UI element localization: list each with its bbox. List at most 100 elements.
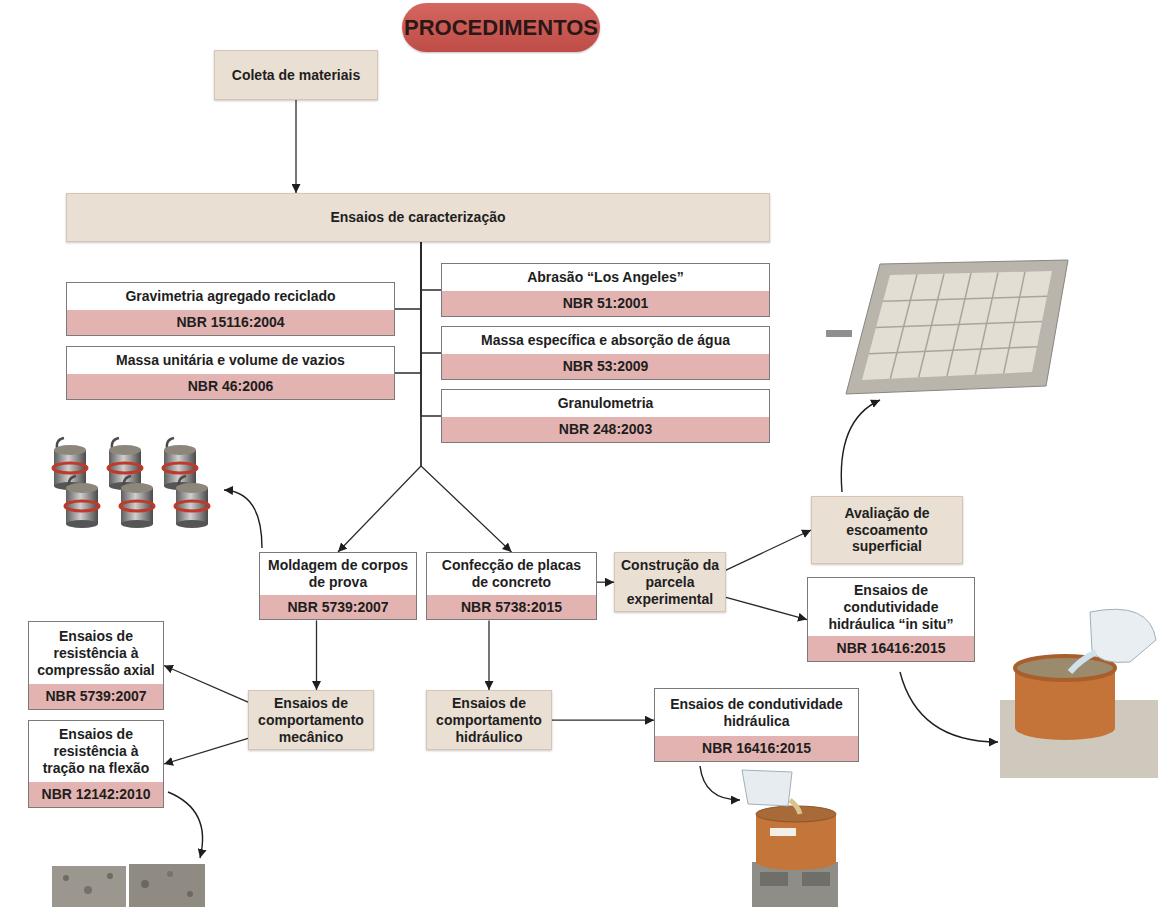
connector bbox=[421, 242, 441, 353]
molds-photo bbox=[53, 438, 209, 528]
standard-code: NBR 5739:2007 bbox=[29, 684, 163, 709]
process-box: Coleta de materiais bbox=[214, 50, 378, 100]
beam-half bbox=[129, 864, 205, 907]
standard-code: NBR 5738:2015 bbox=[427, 595, 596, 620]
test-name: Massa unitária e volume de vazios bbox=[67, 347, 394, 374]
connector bbox=[597, 582, 614, 583]
test-name: Gravimetria agregado reciclado bbox=[67, 283, 394, 310]
connector bbox=[726, 530, 811, 570]
test-box: Massa específica e absorção de águaNBR 5… bbox=[441, 326, 770, 380]
test-box: Massa unitária e volume de vaziosNBR 46:… bbox=[66, 346, 395, 400]
photo-pointer bbox=[224, 490, 262, 548]
water-container bbox=[1090, 609, 1156, 662]
test-name: Ensaios de resistência à tração na flexã… bbox=[29, 721, 163, 782]
box-label: Construção da parcela experimental bbox=[621, 557, 719, 607]
cylinder-mold bbox=[120, 476, 154, 528]
paver-joint bbox=[869, 347, 1037, 354]
standard-code: NBR 51:2001 bbox=[442, 291, 769, 316]
lab-test-photo bbox=[742, 770, 838, 907]
test-box: Abrasão “Los Angeles”NBR 51:2001 bbox=[441, 263, 770, 317]
connector bbox=[552, 720, 654, 721]
connector bbox=[488, 620, 489, 690]
water-stream bbox=[790, 800, 800, 814]
test-name: Ensaios de condutividade hidráulica “in … bbox=[808, 578, 974, 636]
test-name: Massa específica e absorção de água bbox=[442, 327, 769, 354]
standard-code: NBR 46:2006 bbox=[67, 374, 394, 399]
beam-half bbox=[52, 866, 126, 907]
standard-code: NBR 15116:2004 bbox=[67, 310, 394, 335]
aggregate-dot bbox=[187, 891, 193, 897]
in-situ-test-photo bbox=[1000, 609, 1158, 778]
drain-pipe bbox=[826, 330, 852, 337]
test-name: Ensaios de condutividade hidráulica bbox=[655, 689, 858, 736]
process-box: Ensaios de comportamento hidráulico bbox=[426, 690, 552, 750]
box-label: Ensaios de comportamento mecânico bbox=[255, 695, 367, 745]
test-name: Moldagem de corpos de prova bbox=[260, 553, 416, 595]
cylinder-tag bbox=[770, 828, 796, 836]
aggregate-dot bbox=[141, 880, 149, 888]
standard-code: NBR 16416:2015 bbox=[808, 636, 974, 661]
block-hole bbox=[802, 872, 830, 886]
cylinder-mold bbox=[65, 476, 99, 528]
experimental-plot-photo bbox=[826, 260, 1068, 394]
aggregate-dot bbox=[167, 871, 173, 877]
test-box: Ensaios de condutividade hidráulicaNBR 1… bbox=[654, 688, 859, 762]
paver-joints bbox=[869, 272, 1047, 379]
test-name: Ensaios de resistência à compressão axia… bbox=[29, 622, 163, 684]
water-pitcher bbox=[742, 770, 792, 806]
aggregate-dot bbox=[84, 886, 92, 894]
cylinder-mold bbox=[175, 476, 209, 528]
ring-water bbox=[1015, 656, 1115, 680]
connector bbox=[726, 597, 807, 619]
photo-pointer bbox=[841, 400, 880, 492]
connector bbox=[295, 100, 296, 193]
standard-code: NBR 5739:2007 bbox=[260, 595, 416, 620]
box-label: Ensaios de comportamento hidráulico bbox=[433, 695, 545, 745]
test-name: Confecção de placas de concreto bbox=[427, 553, 596, 595]
connector bbox=[421, 242, 441, 416]
process-box: Ensaios de caracterização bbox=[66, 193, 770, 242]
process-box: Ensaios de comportamento mecânico bbox=[248, 690, 374, 750]
water-stream bbox=[1070, 652, 1096, 672]
paver-joint bbox=[883, 296, 1047, 301]
test-name: Granulometria bbox=[442, 390, 769, 417]
tray-frame bbox=[846, 260, 1068, 394]
test-name: Abrasão “Los Angeles” bbox=[442, 264, 769, 291]
standard-code: NBR 16416:2015 bbox=[655, 736, 858, 761]
test-box: Confecção de placas de concretoNBR 5738:… bbox=[426, 552, 597, 620]
photo-pointer bbox=[168, 792, 203, 858]
paver-surface bbox=[862, 271, 1052, 380]
test-box: Gravimetria agregado recicladoNBR 15116:… bbox=[66, 282, 395, 336]
aggregate-dot bbox=[63, 875, 69, 881]
beam-specimen-photo bbox=[52, 864, 205, 907]
connector bbox=[395, 242, 421, 373]
process-box: Construção da parcela experimental bbox=[614, 552, 726, 612]
test-box: Ensaios de resistência à tração na flexã… bbox=[28, 720, 164, 808]
connector bbox=[421, 242, 441, 290]
connector bbox=[164, 666, 248, 703]
test-box: Ensaios de condutividade hidráulica “in … bbox=[807, 577, 975, 662]
standard-code: NBR 12142:2010 bbox=[29, 782, 163, 807]
test-box: Moldagem de corpos de provaNBR 5739:2007 bbox=[259, 552, 417, 620]
title-pill: PROCEDIMENTOS bbox=[402, 3, 600, 52]
paver-joint bbox=[876, 322, 1042, 328]
photo-pointer bbox=[900, 672, 998, 742]
box-label: Coleta de materiais bbox=[221, 67, 371, 84]
title-text: PROCEDIMENTOS bbox=[404, 15, 598, 41]
test-box: GranulometriaNBR 248:2003 bbox=[441, 389, 770, 443]
process-box: Avaliação de escoamento superficial bbox=[811, 496, 963, 564]
test-box: Ensaios de resistência à compressão axia… bbox=[28, 621, 164, 710]
block-hole bbox=[760, 872, 788, 886]
standard-code: NBR 53:2009 bbox=[442, 354, 769, 379]
connector bbox=[395, 242, 421, 309]
connector bbox=[164, 738, 248, 764]
box-label: Avaliação de escoamento superficial bbox=[818, 505, 956, 555]
standard-code: NBR 248:2003 bbox=[442, 417, 769, 442]
connector bbox=[316, 620, 317, 690]
aggregate-dot bbox=[107, 873, 113, 879]
box-label: Ensaios de caracterização bbox=[73, 209, 763, 226]
